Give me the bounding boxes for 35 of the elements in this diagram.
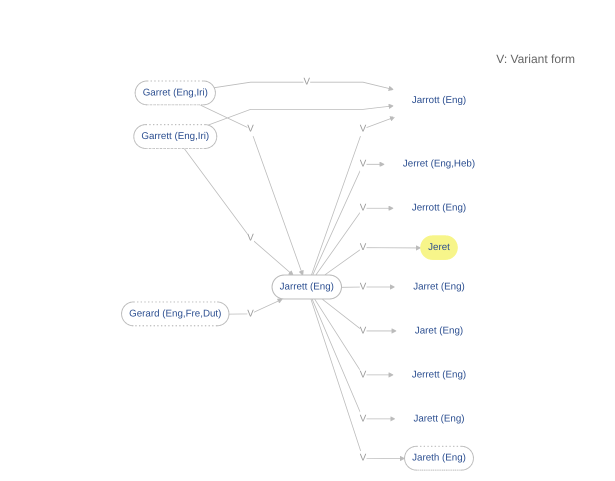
arrow [315,206,394,276]
node-text: Jerrott (Eng) [412,202,466,214]
edge-label: V [360,202,366,214]
node-text: Jaret (Eng) [414,325,464,336]
edge-label: V [360,282,366,292]
legend-note: V: Variant form [496,52,575,66]
arrow [312,162,385,276]
edge-label: V [304,76,310,88]
arrow [341,284,396,290]
edge-label: V [360,325,366,336]
arrow [310,298,406,462]
edge-label: V [247,232,254,244]
node-text: Jerret (Eng,Heb) [402,158,476,170]
arrow [184,148,294,276]
arrow [207,104,394,126]
arrow [314,298,394,378]
node-text: Jarret (Eng) [413,282,465,292]
arrow [322,298,397,334]
edge-label: V [360,452,366,464]
arrow [200,104,304,276]
edge-label: V [360,369,366,380]
edge-label: V [360,123,366,134]
edge-label: V [360,158,366,170]
edge-label: V [247,123,254,134]
node-text: Jerrett (Eng) [412,369,466,380]
arrow [214,82,394,92]
edge-label: V [360,242,366,253]
arrow [324,245,422,276]
arrow [310,116,396,276]
edge-label: V [247,308,254,319]
edge-label: V [360,413,366,424]
node-text: Jarrott (Eng) [412,95,466,106]
arrow [312,298,396,422]
node-text: Jarett (Eng) [413,413,465,424]
arrow [228,298,283,315]
